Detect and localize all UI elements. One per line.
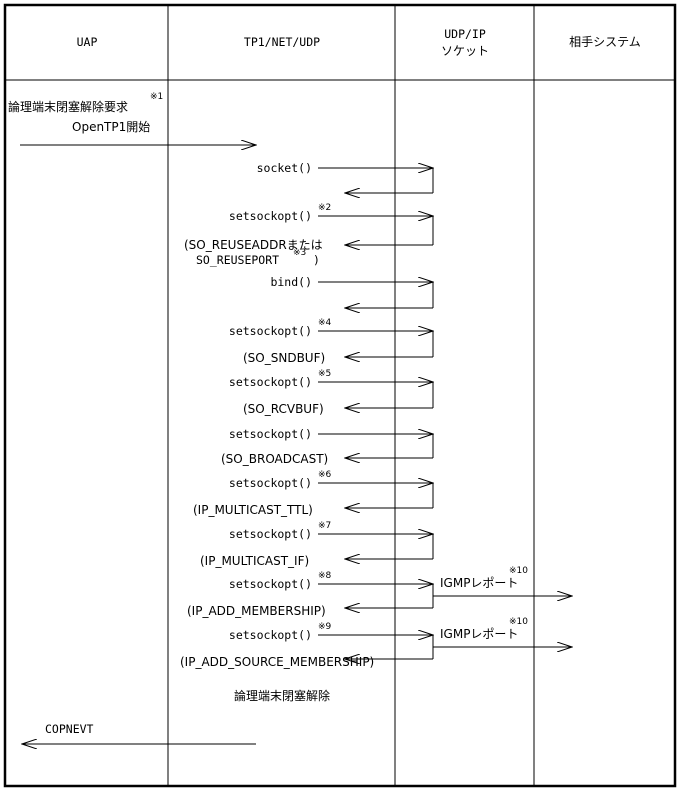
call-param: (SO_RCVBUF) bbox=[243, 402, 324, 416]
socket-call: setsockopt() (SO_BROADCAST) bbox=[221, 427, 433, 466]
socket-call: setsockopt() ※9 (IP_ADD_SOURCE_MEMBERSHIP) bbox=[180, 622, 433, 669]
request-start: OpenTP1開始 bbox=[72, 120, 150, 134]
igmp-report-1: IGMPレポート ※10 bbox=[433, 566, 572, 596]
call-label: setsockopt() bbox=[229, 324, 312, 338]
igmp-report-label: IGMPレポート bbox=[440, 627, 518, 641]
socket-call: socket() bbox=[257, 161, 433, 193]
socket-call: setsockopt() ※7 (IP_MULTICAST_IF) bbox=[200, 521, 433, 568]
call-note: ※9 bbox=[318, 622, 332, 632]
socket-call: setsockopt() ※8 (IP_ADD_MEMBERSHIP) bbox=[187, 571, 433, 618]
call-param: (IP_MULTICAST_TTL) bbox=[193, 503, 313, 517]
call-label: setsockopt() bbox=[229, 527, 312, 541]
request-note: ※1 bbox=[150, 92, 163, 102]
socket-call: setsockopt() ※4 (SO_SNDBUF) bbox=[229, 318, 433, 365]
socket-call: setsockopt() ※5 (SO_RCVBUF) bbox=[229, 369, 433, 416]
call-label: setsockopt() bbox=[229, 375, 312, 389]
call-note: ※7 bbox=[318, 521, 331, 531]
socket-call: bind() bbox=[270, 275, 433, 308]
diagram-frame bbox=[3, 3, 677, 788]
call-param: (IP_ADD_MEMBERSHIP) bbox=[187, 604, 326, 618]
call-note: ※5 bbox=[318, 369, 331, 379]
event-label: COPNEVT bbox=[45, 722, 94, 736]
call-note: ※2 bbox=[318, 203, 331, 213]
call-param: (SO_BROADCAST) bbox=[221, 452, 328, 466]
call-note: ※8 bbox=[318, 571, 332, 581]
socket-call: setsockopt() ※2 (SO_REUSEADDRまたはSO_REUSEPO… bbox=[184, 203, 433, 267]
header-partner: 相手システム bbox=[569, 35, 641, 49]
call-param-note: ※3 bbox=[293, 248, 306, 258]
igmp-report-2: IGMPレポート ※10 bbox=[433, 617, 572, 647]
call-param-2: SO_REUSEPORT bbox=[196, 253, 279, 267]
header-udp-line1: UDP/IP bbox=[444, 27, 486, 41]
call-note: ※4 bbox=[318, 318, 332, 328]
call-param: (SO_REUSEADDRまたは bbox=[184, 238, 323, 252]
header-tp1: TP1/NET/UDP bbox=[244, 35, 320, 49]
call-param: (IP_MULTICAST_IF) bbox=[200, 554, 309, 568]
call-param: (SO_SNDBUF) bbox=[243, 351, 325, 365]
igmp-report-note: ※10 bbox=[509, 617, 528, 627]
call-label: setsockopt() bbox=[229, 476, 312, 490]
igmp-report-note: ※10 bbox=[509, 566, 528, 576]
socket-call: setsockopt() ※6 (IP_MULTICAST_TTL) bbox=[193, 470, 433, 517]
call-label: setsockopt() bbox=[229, 577, 312, 591]
header-uap: UAP bbox=[77, 35, 98, 49]
request-label: 論理端末閉塞解除要求 bbox=[8, 99, 128, 114]
call-note: ※6 bbox=[318, 470, 332, 480]
call-label: setsockopt() bbox=[229, 209, 312, 223]
call-label: bind() bbox=[270, 275, 312, 289]
call-label: setsockopt() bbox=[229, 427, 312, 441]
call-param: (IP_ADD_SOURCE_MEMBERSHIP) bbox=[180, 655, 374, 669]
header-udp-line2: ソケット bbox=[441, 44, 489, 58]
call-label: socket() bbox=[257, 161, 312, 175]
igmp-report-label: IGMPレポート bbox=[440, 576, 518, 590]
call-param-close: ) bbox=[313, 253, 320, 267]
call-label: setsockopt() bbox=[229, 628, 312, 642]
release-label: 論理端末閉塞解除 bbox=[234, 688, 330, 703]
